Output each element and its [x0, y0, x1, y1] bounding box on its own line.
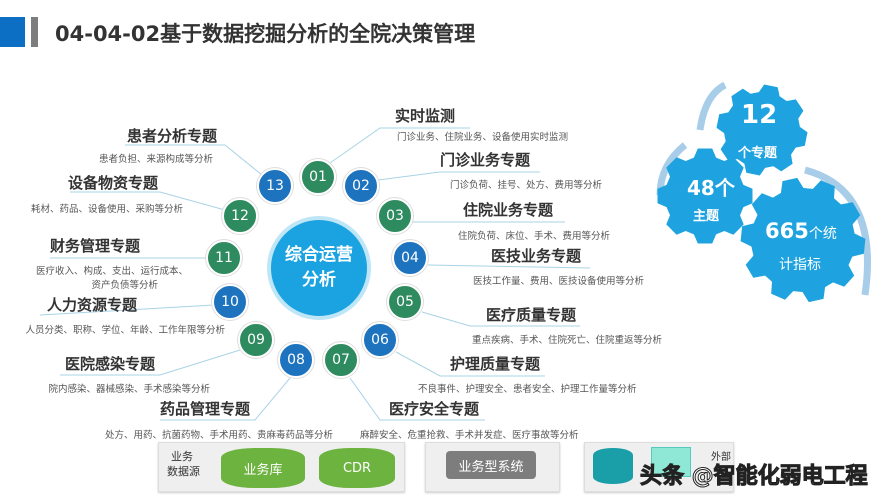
- node-02[interactable]: 02: [343, 168, 379, 204]
- node-03[interactable]: 03: [377, 198, 413, 234]
- center-hub: 综合运营分析: [267, 216, 371, 320]
- topic-title-04: 医技业务专题: [491, 247, 582, 265]
- connector-07: [349, 377, 485, 421]
- topic-desc-12: 耗材、药品、设备使用、采购等分析: [30, 204, 183, 215]
- gear3-number: 665: [765, 219, 809, 243]
- topic-title-07: 医疗安全专题: [389, 400, 480, 418]
- node-04[interactable]: 04: [392, 240, 428, 276]
- gear1-label: 个专题: [738, 146, 778, 161]
- node-13[interactable]: 13: [257, 168, 293, 204]
- topic-title-01: 实时监测: [395, 107, 456, 125]
- node-10[interactable]: 10: [212, 284, 248, 320]
- gear-icon-3: [740, 177, 866, 303]
- node-06[interactable]: 06: [362, 322, 398, 358]
- topic-desc-11b: 资产负债等分析: [91, 280, 158, 291]
- header-accent-gray: [31, 17, 38, 47]
- gear-shape: [740, 177, 866, 303]
- topic-desc-02: 门诊负荷、挂号、处方、费用等分析: [450, 180, 603, 191]
- topic-title-09: 医院感染专题: [64, 355, 155, 373]
- topic-desc-09: 院内感染、器械感染、手术感染等分析: [48, 384, 210, 395]
- topic-title-08: 药品管理专题: [159, 400, 250, 418]
- node-11[interactable]: 11: [206, 240, 242, 276]
- connector-01: [329, 127, 470, 164]
- node-07[interactable]: 07: [323, 342, 359, 378]
- connector-10: [39, 304, 215, 316]
- gear-icon-2: [657, 148, 753, 244]
- center-line1: 综合运营: [285, 244, 353, 265]
- gear1-number: 12: [741, 100, 778, 130]
- gear2-number: 48个: [687, 176, 735, 200]
- node-08[interactable]: 08: [278, 342, 314, 378]
- node-01[interactable]: 01: [300, 159, 336, 195]
- topic-title-12: 设备物资专题: [67, 174, 158, 192]
- connector-09: [60, 349, 241, 376]
- data-source-panel: 业务数据源 业务库 CDR: [158, 442, 405, 492]
- label-line1: 业务: [171, 450, 193, 463]
- database-cdr[interactable]: CDR: [319, 448, 395, 488]
- page-title: 04-04-02基于数据挖掘分析的全院决策管理: [55, 22, 476, 46]
- topic-title-10: 人力资源专题: [46, 296, 137, 314]
- external-panel: 外部: [584, 442, 734, 492]
- topic-desc-01: 门诊业务、住院业务、设备使用实时监测: [397, 132, 569, 143]
- node-12[interactable]: 12: [222, 198, 258, 234]
- topic-desc-11: 医疗收入、构成、支出、运行成本、: [35, 266, 188, 277]
- node-09[interactable]: 09: [238, 322, 274, 358]
- topic-desc-07: 麻醉安全、危重抢救、手术并发症、医疗事故等分析: [360, 430, 579, 441]
- topic-title-13: 患者分析专题: [126, 127, 217, 145]
- database-business[interactable]: 业务库: [221, 448, 305, 488]
- connector-12: [70, 191, 226, 211]
- gear3-label: 计指标: [779, 257, 821, 273]
- connector-04: [427, 264, 591, 269]
- node-05[interactable]: 05: [387, 284, 423, 320]
- topic-title-06: 护理质量专题: [450, 355, 541, 373]
- topic-desc-08: 处方、用药、抗菌药物、手术用药、贵麻毒药品等分析: [104, 430, 333, 441]
- connector-05: [421, 311, 580, 327]
- gear-shape: [716, 84, 808, 176]
- topic-desc-03: 住院负荷、床位、手术、费用等分析: [458, 231, 611, 242]
- topic-title-02: 门诊业务专题: [440, 151, 531, 169]
- topic-desc-05: 重点疾病、手术、住院死亡、住院重返等分析: [472, 335, 663, 346]
- gear3-unit: 个统: [808, 226, 837, 242]
- connector-08: [160, 377, 291, 421]
- topic-title-11: 财务管理专题: [49, 237, 140, 255]
- cycle-arrow-top: [696, 81, 727, 131]
- topic-title-05: 医疗质量专题: [486, 306, 577, 324]
- external-label: 外部: [711, 452, 731, 463]
- connector-02: [377, 171, 540, 181]
- topic-desc-06: 不良事件、护理安全、患者安全、护理工作量等分析: [418, 384, 637, 395]
- connector-06: [395, 351, 545, 377]
- label-line2: 数据源: [167, 465, 200, 478]
- gear3-number-line: 665个统: [765, 219, 837, 243]
- connector-13: [125, 144, 263, 176]
- data-source-label: 业务数据源: [167, 449, 200, 479]
- gear-shape: [657, 148, 753, 244]
- gear2-label: 主题: [693, 209, 720, 224]
- external-database-icon: [593, 448, 633, 484]
- system-panel: 业务型系统: [425, 442, 560, 492]
- center-line2: 分析: [302, 270, 336, 290]
- header-accent-blue: [0, 17, 25, 47]
- gear-icon-1: [716, 84, 808, 176]
- topic-title-03: 住院业务专题: [463, 201, 554, 219]
- business-system-button[interactable]: 业务型系统: [446, 451, 536, 479]
- topic-desc-13: 患者负担、来源构成等分析: [98, 154, 213, 165]
- watermark: 头条 @智能化弱电工程: [640, 464, 869, 490]
- topic-desc-04: 医技工作量、费用、医技设备使用等分析: [473, 276, 645, 287]
- topic-desc-10: 人员分类、职称、学位、年龄、工作年限等分析: [25, 325, 225, 336]
- external-box: [651, 447, 691, 477]
